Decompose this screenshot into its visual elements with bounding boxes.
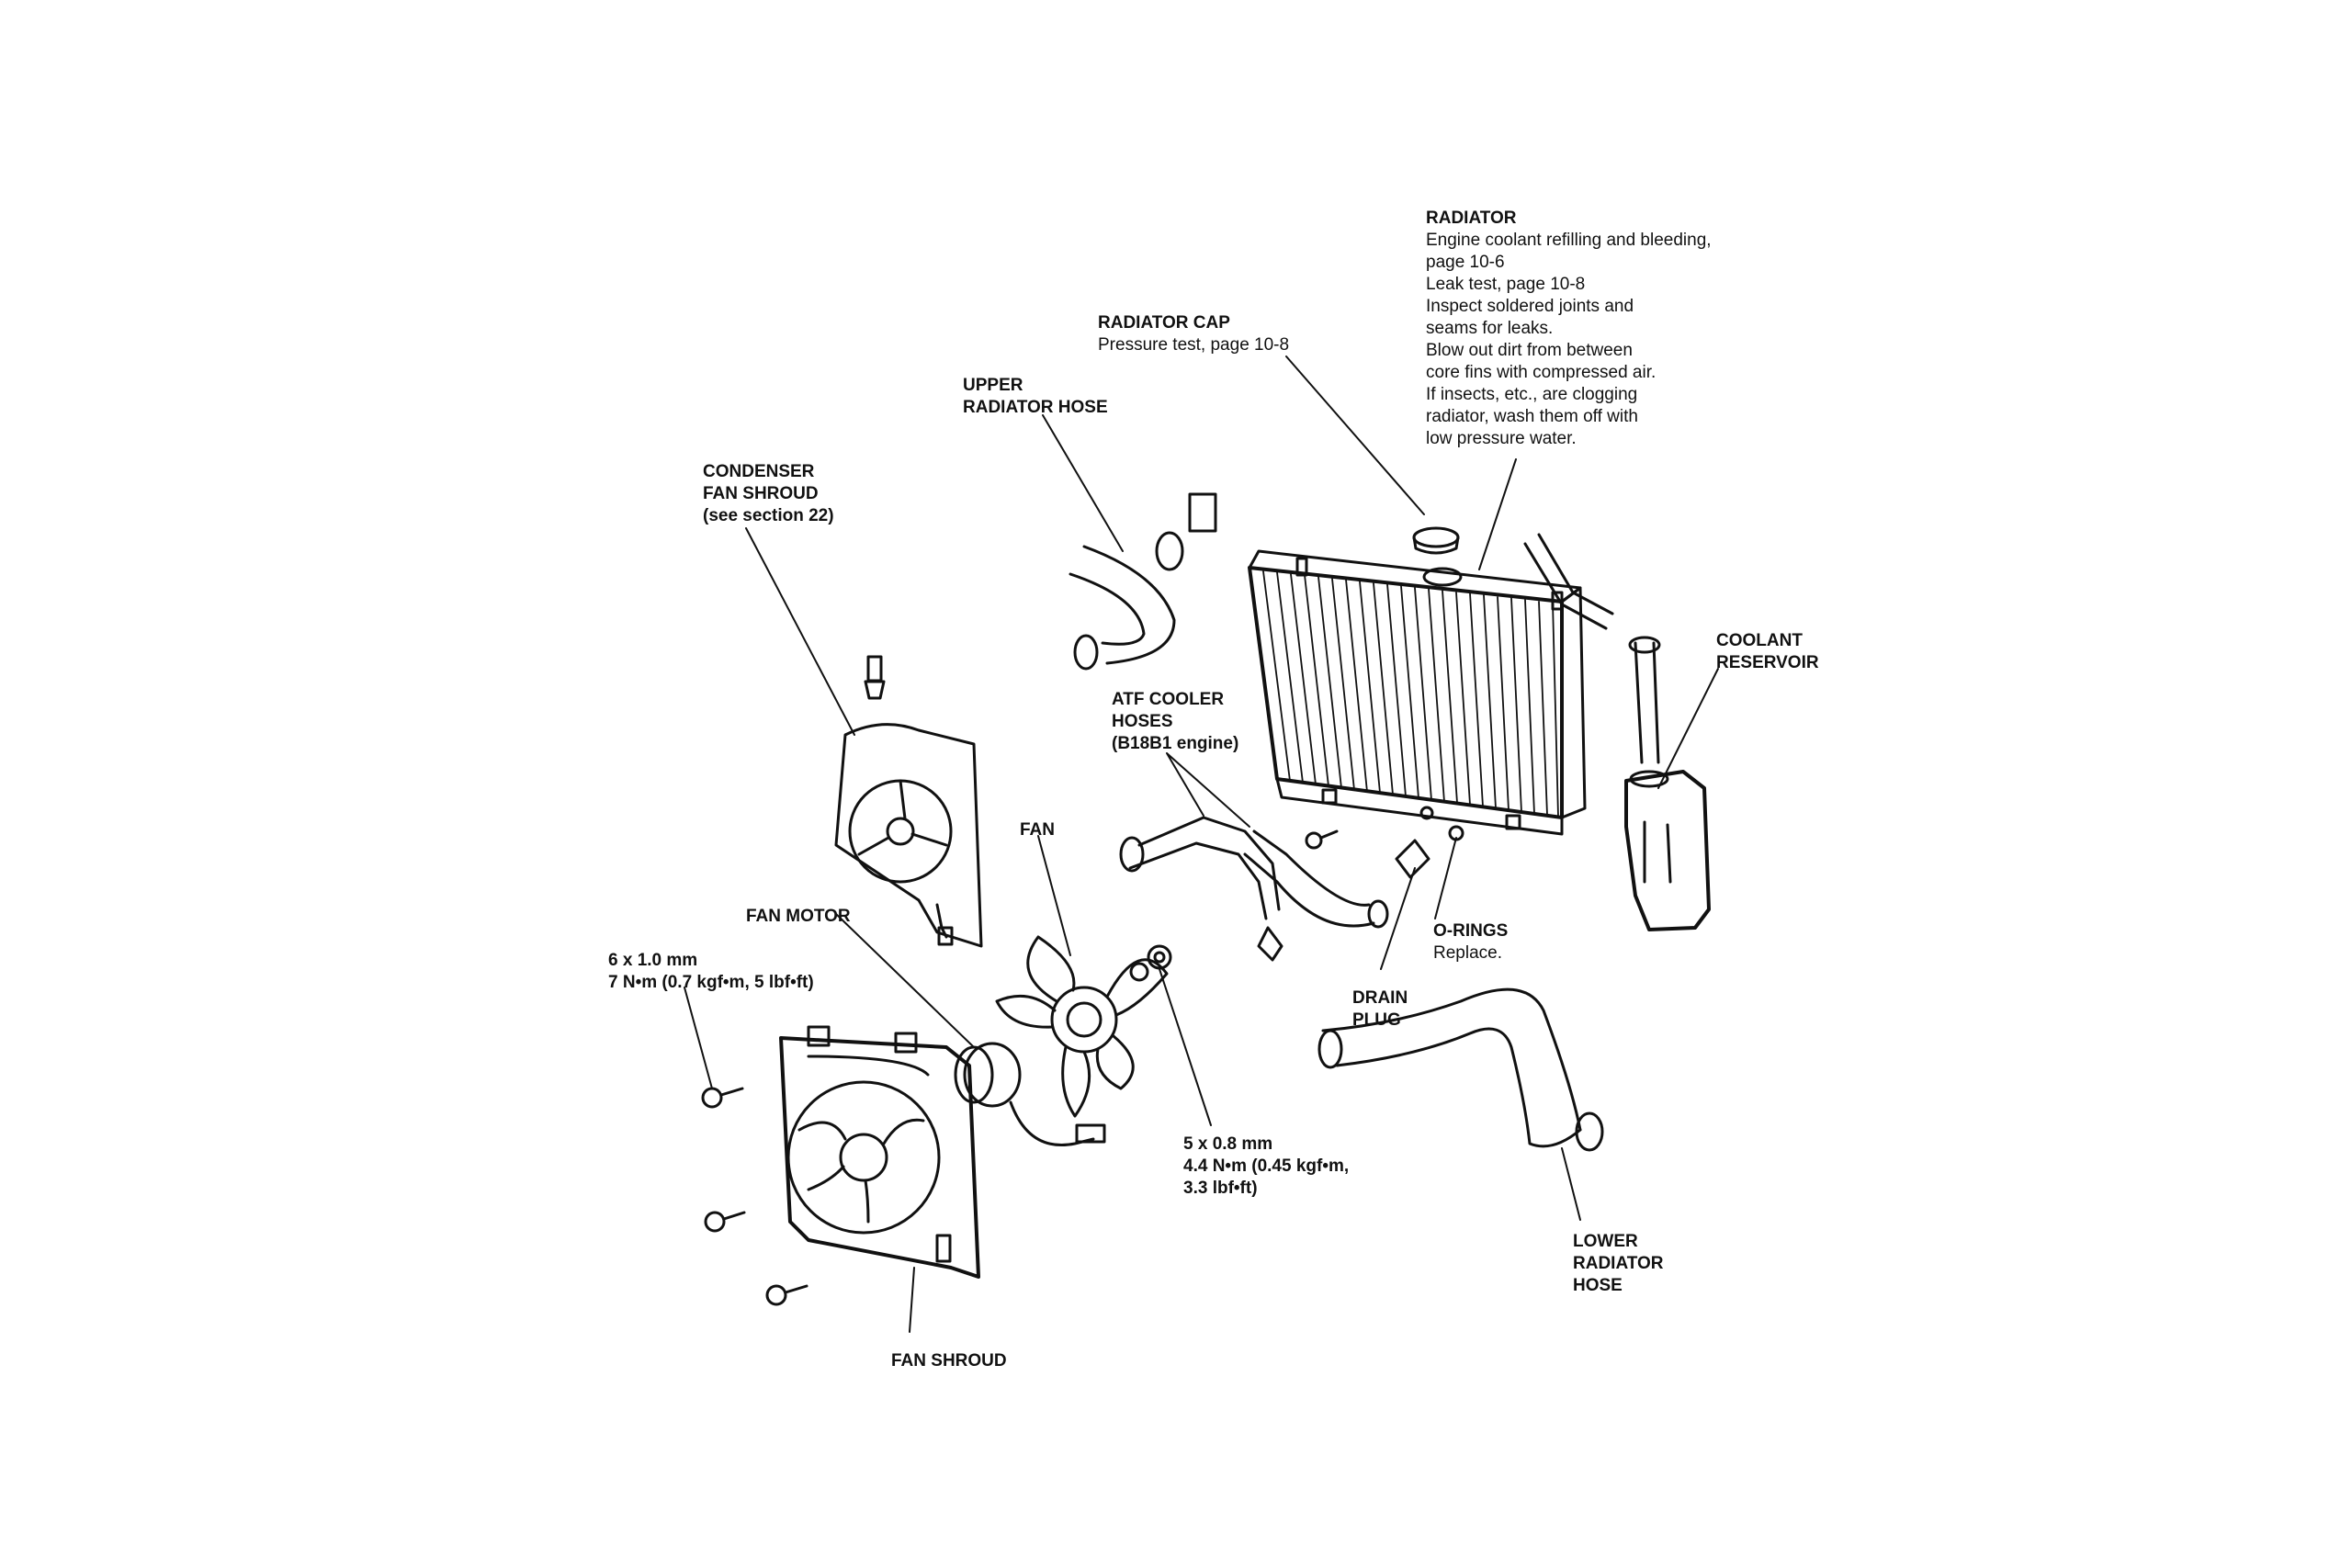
fan xyxy=(995,935,1169,1118)
condenser-shroud-line: CONDENSER xyxy=(703,462,815,481)
radiator-note: seams for leaks. xyxy=(1426,319,1554,338)
bolt xyxy=(1305,829,1339,850)
atf-hoses-line: ATF COOLER xyxy=(1112,690,1225,709)
o-rings-label: O-RINGS Replace. xyxy=(1433,920,1508,964)
bolt-5mm-label: 5 x 0.8 mm 4.4 N•m (0.45 kgf•m, 3.3 lbf•… xyxy=(1183,1134,1349,1200)
upper-hose-line: UPPER xyxy=(963,376,1023,395)
radiator-cap-label: RADIATOR CAP Pressure test, page 10-8 xyxy=(1098,312,1289,356)
atf-cooler-hoses xyxy=(1119,816,1389,962)
drain-plug-label: DRAIN PLUG xyxy=(1352,987,1408,1032)
fan-label: FAN xyxy=(1020,819,1055,841)
radiator-cap-note: Pressure test, page 10-8 xyxy=(1098,335,1290,355)
fan-shroud-label: FAN SHROUD xyxy=(891,1350,1007,1372)
fan-motor-title: FAN MOTOR xyxy=(746,907,851,926)
condenser-shroud-note: (see section 22) xyxy=(703,506,834,525)
leader-lines xyxy=(684,355,1719,1333)
upper-hose-line: RADIATOR HOSE xyxy=(963,398,1108,417)
radiator-note: page 10-6 xyxy=(1426,253,1505,272)
bolt xyxy=(701,1087,744,1109)
radiator-note: If insects, etc., are clogging xyxy=(1426,385,1638,404)
atf-hoses-line: (B18B1 engine) xyxy=(1112,734,1239,753)
bolt-5mm-line: 3.3 lbf•ft) xyxy=(1183,1179,1258,1198)
lower-radiator-hose xyxy=(1317,987,1604,1152)
radiator-note: Engine coolant refilling and bleeding, xyxy=(1426,231,1712,250)
bolt-6mm-line: 7 N•m (0.7 kgf•m, 5 lbf•ft) xyxy=(608,973,814,992)
drain-plug-line: PLUG xyxy=(1352,1010,1401,1030)
radiator-note: Inspect soldered joints and xyxy=(1426,297,1634,316)
drain-plug-line: DRAIN xyxy=(1352,988,1408,1008)
bolt-5mm-line: 5 x 0.8 mm xyxy=(1183,1134,1273,1154)
o-rings-title: O-RINGS xyxy=(1433,921,1509,941)
bolt xyxy=(704,1211,746,1233)
fan-shroud-title: FAN SHROUD xyxy=(891,1351,1007,1371)
bolt-5mm-line: 4.4 N•m (0.45 kgf•m, xyxy=(1183,1156,1350,1176)
radiator-note: Blow out dirt from between xyxy=(1426,341,1633,360)
coolant-reservoir xyxy=(1624,770,1711,931)
lower-hose-line: RADIATOR xyxy=(1573,1254,1664,1273)
drain-plug xyxy=(1395,839,1430,879)
coolant-reservoir-label: COOLANT RESERVOIR xyxy=(1716,630,1819,674)
radiator-cap-title: RADIATOR CAP xyxy=(1098,313,1230,333)
bolt-6mm-line: 6 x 1.0 mm xyxy=(608,951,698,970)
upper-hose-label: UPPER RADIATOR HOSE xyxy=(963,375,1108,419)
coolant-reservoir-line: COOLANT xyxy=(1716,631,1803,650)
lower-hose-line: HOSE xyxy=(1573,1276,1623,1295)
bolt xyxy=(765,1284,808,1306)
overflow-tube xyxy=(1523,533,1661,764)
radiator xyxy=(1248,549,1587,836)
condenser-shroud-line: FAN SHROUD xyxy=(703,484,819,503)
fan-motor-label: FAN MOTOR xyxy=(746,906,851,928)
fan-motor xyxy=(954,1042,1106,1146)
condenser-shroud-label: CONDENSER FAN SHROUD (see section 22) xyxy=(703,461,834,527)
o-rings-note: Replace. xyxy=(1433,943,1502,963)
radiator-cap xyxy=(1412,526,1460,555)
radiator-label: RADIATOR Engine coolant refilling and bl… xyxy=(1426,208,1712,450)
radiator-note: Leak test, page 10-8 xyxy=(1426,275,1586,294)
o-rings xyxy=(1419,806,1464,841)
radiator-title: RADIATOR xyxy=(1426,209,1517,228)
radiator-note: radiator, wash them off with xyxy=(1426,407,1638,426)
lower-hose-label: LOWER RADIATOR HOSE xyxy=(1573,1231,1664,1297)
fan-title: FAN xyxy=(1020,820,1055,840)
condenser-fan-shroud xyxy=(834,655,983,948)
lower-hose-line: LOWER xyxy=(1573,1232,1638,1251)
radiator-note: core fins with compressed air. xyxy=(1426,363,1657,382)
atf-hoses-line: HOSES xyxy=(1112,712,1173,731)
bolt-6mm-label: 6 x 1.0 mm 7 N•m (0.7 kgf•m, 5 lbf•ft) xyxy=(608,950,814,994)
fan-shroud xyxy=(779,1025,980,1279)
atf-hoses-label: ATF COOLER HOSES (B18B1 engine) xyxy=(1112,689,1238,755)
coolant-reservoir-line: RESERVOIR xyxy=(1716,653,1819,672)
radiator-note: low pressure water. xyxy=(1426,429,1577,448)
upper-radiator-hose xyxy=(1069,492,1217,671)
